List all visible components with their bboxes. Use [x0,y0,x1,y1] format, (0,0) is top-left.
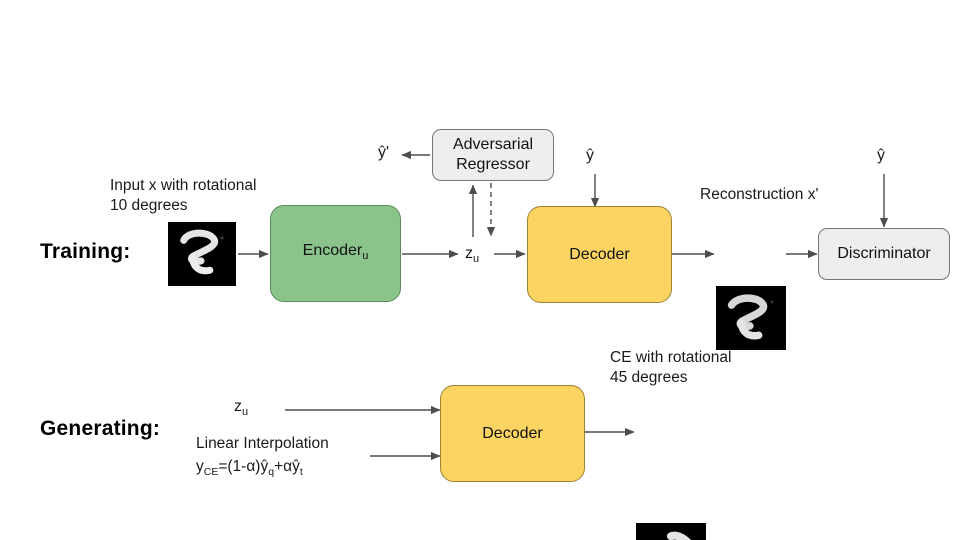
adversarial-regressor-box[interactable]: Adversarial Regressor [432,129,554,181]
y-hat-label-decoder: ŷ [586,147,594,164]
input-digit-image [168,222,236,286]
encoder-label: Encoderu [302,241,369,263]
adversarial-regressor-label-line2: Regressor [456,156,530,173]
training-row-label: Training: [40,240,131,263]
decoder-box-training[interactable]: Decoder [527,206,672,303]
y-hat-label-discriminator: ŷ [877,147,885,164]
interpolation-formula: yCE=(1-α)ŷq+αŷt [196,456,303,483]
ce-output-caption: CE with rotational 45 degrees [610,349,732,386]
discriminator-box[interactable]: Discriminator [818,228,950,280]
reconstruction-digit-image [716,286,786,350]
linear-interpolation-caption: Linear Interpolation [196,435,329,452]
formula-yhat-q: ŷ [260,458,269,475]
input-caption: Input x with rotational 10 degrees [110,177,257,214]
y-hat-prime-label: ŷ' [378,144,390,161]
formula-t: t [299,466,303,479]
formula-y: y [196,458,204,475]
formula-q: q [268,466,275,479]
output-digit-image [636,523,706,540]
decoder-box-generating[interactable]: Decoder [440,385,585,482]
formula-eq: =(1-α) [218,458,261,475]
adversarial-regressor-label-line1: Adversarial [452,136,534,153]
generating-row-label: Generating: [40,417,161,440]
formula-ce: CE [203,466,219,479]
z-u-label-generating: zu [234,398,249,419]
reconstruction-caption: Reconstruction x' [700,186,819,203]
encoder-box[interactable]: Encoderu [270,205,401,302]
formula-plus-alpha-yhat: +αŷ [274,458,300,475]
z-u-label-training: zu [465,245,480,266]
